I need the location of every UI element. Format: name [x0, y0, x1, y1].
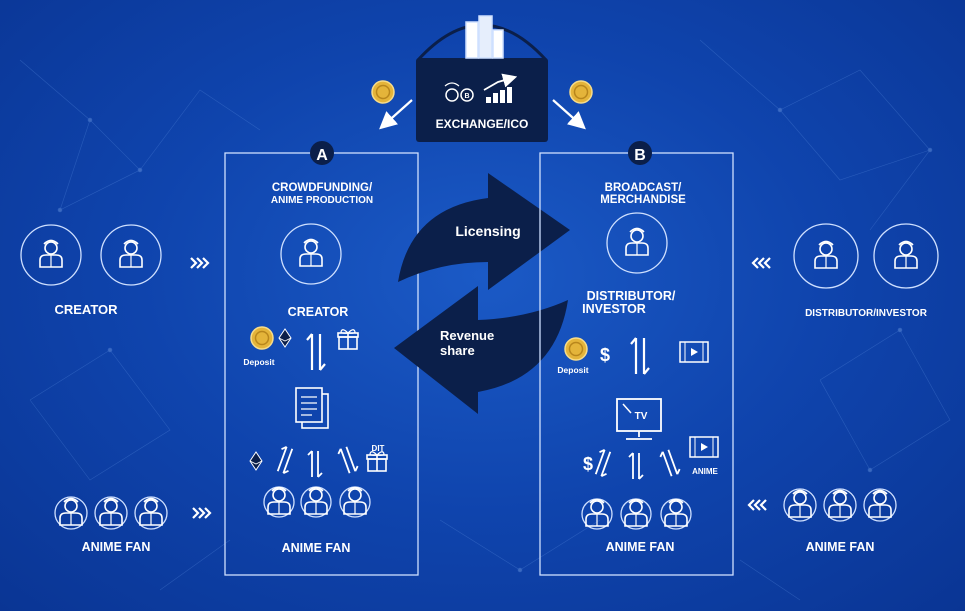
fan-person-icon	[304, 486, 328, 515]
eth-icon-small	[249, 451, 263, 471]
fan-person-icon	[624, 498, 648, 527]
fan-person-icon	[828, 489, 852, 518]
panel-b-title-line1: BROADCAST/	[605, 182, 682, 194]
panel-a-title-line2: ANIME PRODUCTION	[271, 195, 373, 206]
deposit-coin-icon	[250, 326, 274, 350]
updown-arrows-right	[658, 447, 682, 479]
film-icon	[679, 341, 709, 363]
cycle-arrows: Licensing Revenue share	[394, 173, 570, 414]
panel-b-distributor-avatar	[606, 212, 668, 274]
fan-person-icon	[343, 486, 367, 515]
left-creator-label: CREATOR	[54, 302, 118, 317]
panel-a: A CROWDFUNDING/ ANIME PRODUCTION CREATOR…	[224, 141, 419, 576]
distributor-person-icon	[894, 240, 918, 269]
fan-person-icon	[139, 497, 163, 526]
exchange-label: EXCHANGE/ICO	[436, 117, 529, 131]
updown-arrows-icon	[629, 336, 651, 376]
updown-arrows-icon	[305, 332, 327, 372]
exchange-coin-left	[371, 80, 395, 104]
fan-person-icon	[585, 498, 609, 527]
panel-b-deposit-label: Deposit	[557, 365, 588, 375]
exchange-coin-right	[569, 80, 593, 104]
distributor-person-icon	[625, 227, 649, 256]
left-fan-label: ANIME FAN	[82, 540, 151, 554]
dollar-icon-small: $	[583, 454, 593, 474]
fan-person-icon	[267, 486, 291, 515]
creator-person-icon	[39, 239, 63, 268]
distributor-person-icon	[814, 240, 838, 269]
background-network	[19, 39, 951, 601]
panel-b-anime-label: ANIME	[692, 467, 718, 476]
updown-arrows-left	[273, 444, 297, 476]
eth-icon	[278, 328, 292, 348]
revenue-share-arrow	[394, 286, 568, 414]
licensing-arrow	[398, 173, 570, 290]
panel-b-distributor-line2: INVESTOR	[582, 302, 646, 316]
right-distributor-label: DISTRIBUTOR/INVESTOR	[805, 308, 928, 319]
deposit-coin-icon	[564, 337, 588, 361]
panel-a-creator-avatar	[280, 223, 342, 285]
left-fans: ANIME FAN	[54, 496, 212, 554]
chevron-left-icon	[751, 256, 772, 270]
left-creators: CREATOR	[20, 224, 210, 317]
crypto-exchange-icon: B	[444, 82, 474, 102]
revenue-share-line2: share	[440, 343, 475, 358]
tv-text: TV	[635, 411, 648, 422]
panel-a-deposit-label: Deposit	[243, 357, 274, 367]
building-icon	[465, 15, 504, 59]
document-icon	[295, 387, 329, 429]
fan-person-icon	[59, 497, 83, 526]
chevron-right-icon	[189, 256, 210, 270]
right-fans: ANIME FAN	[747, 488, 897, 554]
panel-a-dit-label: DIT	[372, 444, 385, 453]
exchange-ico-box: B EXCHANGE/ICO	[416, 15, 548, 142]
svg-text:B: B	[464, 93, 469, 100]
arrow-exchange-to-a	[379, 99, 413, 130]
tv-icon: TV	[616, 398, 662, 440]
panel-a-creator-label: CREATOR	[288, 305, 349, 319]
updown-arrows-left	[591, 447, 615, 479]
arrow-exchange-to-b	[552, 99, 586, 130]
growth-chart-icon	[483, 73, 518, 103]
chevron-left-icon	[747, 498, 768, 512]
panel-b: B BROADCAST/ MERCHANDISE DISTRIBUTOR/ IN…	[539, 141, 734, 576]
updown-arrows-center	[628, 452, 644, 480]
fan-person-icon	[788, 489, 812, 518]
updown-arrows-right	[336, 444, 360, 476]
fan-person-icon	[99, 497, 123, 526]
fan-person-icon	[664, 498, 688, 527]
dollar-icon: $	[600, 345, 610, 365]
dit-gift-icon	[366, 450, 388, 472]
creator-person-icon	[299, 238, 323, 267]
right-fan-label: ANIME FAN	[806, 540, 875, 554]
fan-person-icon	[868, 489, 892, 518]
gift-icon	[337, 328, 359, 350]
film-icon-small	[689, 436, 719, 458]
panel-a-badge: A	[316, 147, 328, 164]
panel-b-badge: B	[634, 147, 646, 164]
panel-b-distributor-line1: DISTRIBUTOR/	[587, 289, 676, 303]
revenue-share-line1: Revenue	[440, 328, 494, 343]
right-distributors: DISTRIBUTOR/INVESTOR	[751, 223, 939, 319]
chevron-right-icon	[191, 506, 212, 520]
creator-person-icon	[119, 239, 143, 268]
panel-b-title-line2: MERCHANDISE	[600, 194, 686, 206]
licensing-label: Licensing	[455, 223, 520, 239]
panel-a-fan-label: ANIME FAN	[282, 541, 351, 555]
panel-b-fan-label: ANIME FAN	[606, 540, 675, 554]
panel-a-title-line1: CROWDFUNDING/	[272, 182, 373, 194]
updown-arrows-center	[307, 450, 323, 478]
